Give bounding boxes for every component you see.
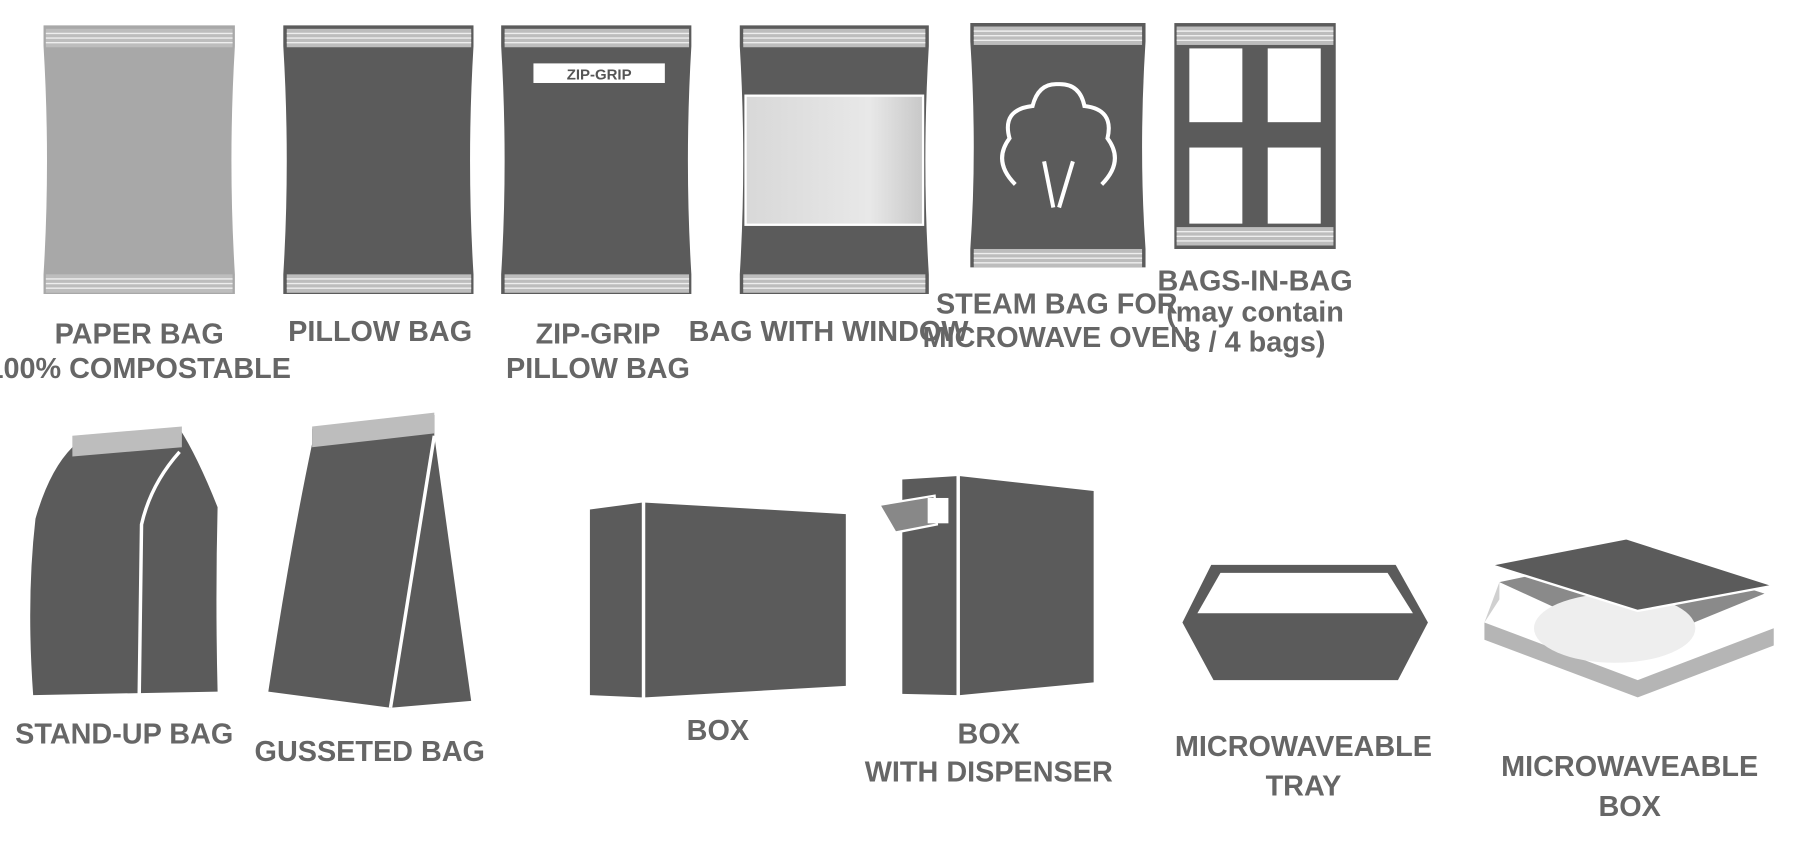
label-bags-in-bag-sub2: 3 / 4 bags) xyxy=(1185,327,1326,359)
label-microwaveable-tray: MICROWAVEABLE xyxy=(1175,731,1432,763)
label-paper-bag-sub: 100% COMPOSTABLE xyxy=(0,353,291,385)
label-steam-bag-sub: MICROWAVE OVEN xyxy=(923,322,1191,354)
label-microwaveable-box: MICROWAVEABLE xyxy=(1501,751,1758,783)
label-gusseted-bag: GUSSETED BAG xyxy=(255,736,485,768)
label-box: BOX xyxy=(687,715,749,747)
bag-with-window-icon xyxy=(739,25,929,294)
gusseted-bag-icon xyxy=(268,412,472,709)
zip-grip-tag: ZIP-GRIP xyxy=(567,67,632,84)
label-zip-grip: ZIP-GRIP xyxy=(536,319,661,351)
zip-grip-pillow-bag-icon: ZIP-GRIP xyxy=(501,25,692,294)
label-bags-in-bag: BAGS-IN-BAG xyxy=(1157,265,1352,297)
box-with-dispenser-icon xyxy=(877,476,1094,696)
label-steam-bag: STEAM BAG FOR xyxy=(936,289,1178,321)
label-bags-in-bag-sub1: (may contain xyxy=(1166,297,1344,329)
bags-in-bag-icon xyxy=(1174,23,1336,249)
microwaveable-box-icon xyxy=(1484,537,1775,698)
label-bag-with-window: BAG WITH WINDOW xyxy=(689,316,970,348)
paper-bag-icon xyxy=(43,25,235,294)
microwaveable-tray-icon xyxy=(1182,564,1428,681)
label-zip-grip-sub: PILLOW BAG xyxy=(506,353,690,385)
label-box-dispenser: BOX xyxy=(958,718,1020,750)
stand-up-bag-icon xyxy=(30,426,218,696)
label-microwaveable-box-sub: BOX xyxy=(1598,791,1660,823)
label-stand-up-bag: STAND-UP BAG xyxy=(15,718,233,750)
label-box-dispenser-sub: WITH DISPENSER xyxy=(865,757,1113,789)
label-microwaveable-tray-sub: TRAY xyxy=(1266,770,1342,802)
pillow-bag-icon xyxy=(283,25,474,294)
label-pillow-bag: PILLOW BAG xyxy=(288,316,472,348)
label-paper-bag: PAPER BAG xyxy=(55,319,224,351)
steam-bag-icon xyxy=(970,23,1146,269)
steam-cloud-icon xyxy=(1000,82,1117,209)
box-icon xyxy=(589,502,846,698)
